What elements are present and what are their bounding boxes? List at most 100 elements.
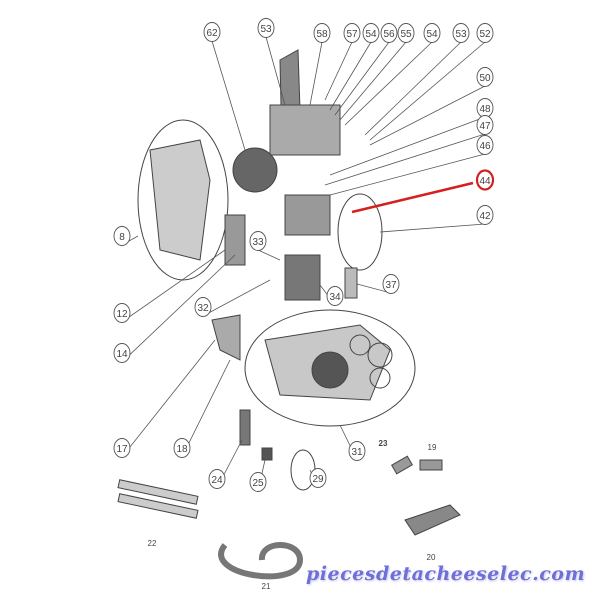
callout-label-22: 22: [148, 539, 157, 548]
callout-label-53: 53: [455, 29, 467, 40]
leader-line-56: [334, 41, 390, 116]
callout-label-8: 8: [119, 232, 125, 243]
leader-line-47: [324, 133, 486, 186]
callout-label-34: 34: [329, 292, 341, 303]
callout-circle-57: [343, 23, 361, 43]
callout-circle-56: [380, 23, 398, 43]
callout-circle-17: [113, 438, 131, 458]
callout-label-14: 14: [116, 349, 128, 360]
callout-label-58: 58: [316, 29, 328, 40]
leader-line-57: [324, 41, 353, 101]
callout-circle-33: [249, 231, 267, 251]
leader-line-50: [369, 85, 486, 146]
part-top-cover: [269, 104, 341, 156]
part-motor-cover: [232, 147, 278, 193]
callout-circle-54: [423, 23, 441, 43]
callout-label-12: 12: [116, 309, 128, 320]
part-filter: [224, 214, 246, 266]
callout-label-23: 23: [379, 439, 388, 448]
callout-circle-42: [476, 205, 494, 225]
part-brush: [419, 459, 443, 471]
leader-line-37: [356, 283, 392, 294]
part-wheel: [311, 351, 349, 389]
part-tube-1: [117, 479, 199, 505]
part-tank: [149, 139, 211, 261]
part-ring-3: [369, 367, 391, 389]
callout-circle-46: [476, 135, 494, 155]
callout-label-53: 53: [260, 24, 272, 35]
callout-label-18: 18: [176, 444, 188, 455]
callout-circle-54: [362, 23, 380, 43]
part-ring-1: [349, 334, 371, 356]
callout-circle-44: [475, 169, 495, 191]
group-ellipse-31: [244, 309, 416, 427]
leader-line-17: [121, 339, 216, 458]
part-37: [344, 267, 358, 299]
callout-circle-55: [397, 23, 415, 43]
part-tube-2: [117, 493, 199, 519]
part-body-frame: [284, 194, 331, 236]
part-motor: [284, 254, 321, 301]
callout-circle-24: [208, 469, 226, 489]
callout-circle-8: [113, 226, 131, 246]
leader-line-14: [121, 254, 236, 363]
callout-label-54: 54: [365, 29, 377, 40]
callout-circle-50: [476, 67, 494, 87]
callout-label-57: 57: [346, 29, 358, 40]
leader-line-46: [329, 153, 486, 196]
callout-label-44: 44: [479, 176, 491, 187]
callout-circle-52: [476, 23, 494, 43]
callout-circle-31: [348, 441, 366, 461]
part-24: [239, 409, 251, 446]
callout-circle-62: [203, 22, 221, 42]
leader-line-53: [364, 41, 462, 136]
callout-label-24: 24: [211, 475, 223, 486]
leader-line-18: [181, 359, 231, 458]
callout-label-25: 25: [252, 478, 264, 489]
part-hose: [218, 542, 304, 580]
callout-label-20: 20: [427, 553, 436, 562]
callout-circle-53: [452, 23, 470, 43]
leader-line-32: [202, 279, 271, 317]
watermark: piecesdetacheeselec.com: [306, 563, 586, 585]
leader-line-48: [329, 116, 486, 176]
callout-circle-18: [173, 438, 191, 458]
leader-line-33: [257, 249, 281, 261]
callout-circle-32: [194, 297, 212, 317]
callout-circle-29: [309, 468, 327, 488]
callout-label-17: 17: [116, 444, 128, 455]
leader-line-54: [344, 41, 433, 126]
part-crevice-tool: [391, 455, 413, 475]
callout-label-55: 55: [400, 29, 412, 40]
callout-circle-53: [257, 18, 275, 38]
callout-label-47: 47: [479, 121, 491, 132]
part-25: [261, 447, 273, 461]
callout-label-54: 54: [426, 29, 438, 40]
highlight-leader: [351, 181, 474, 214]
callout-label-21: 21: [262, 582, 271, 591]
callout-label-62: 62: [206, 28, 218, 39]
leader-line-54: [329, 41, 372, 111]
callout-label-31: 31: [351, 447, 363, 458]
part-17: [211, 314, 241, 361]
callout-circle-25: [249, 472, 267, 492]
callout-label-32: 32: [197, 303, 209, 314]
callout-label-56: 56: [383, 29, 395, 40]
callout-circle-34: [326, 286, 344, 306]
leader-line-42: [379, 223, 486, 233]
leader-line-53: [265, 36, 286, 106]
part-ring-2: [367, 342, 393, 368]
callout-circle-14: [113, 343, 131, 363]
leader-line-55: [339, 41, 407, 121]
callout-label-52: 52: [479, 29, 491, 40]
callout-label-42: 42: [479, 211, 491, 222]
leader-line-58: [309, 41, 323, 106]
group-ellipse-8: [137, 119, 229, 281]
callout-label-19: 19: [428, 443, 437, 452]
callout-label-37: 37: [385, 280, 397, 291]
part-floor-nozzle: [404, 504, 461, 536]
leader-line-52: [369, 41, 486, 141]
callout-circle-58: [313, 23, 331, 43]
